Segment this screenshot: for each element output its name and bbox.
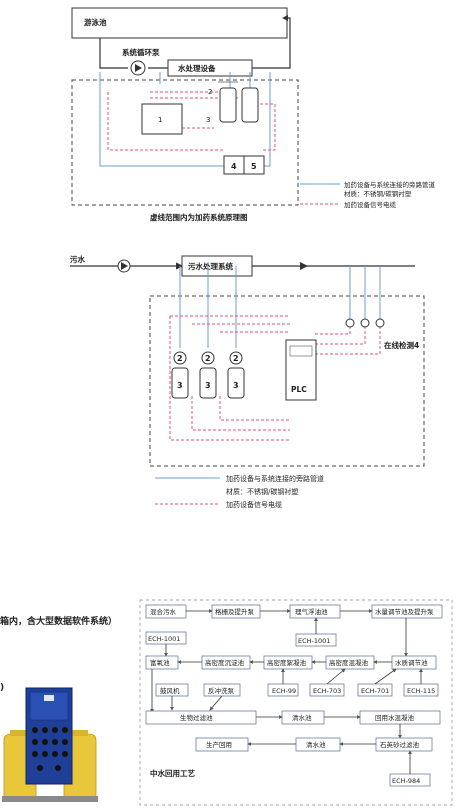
online-detection-label: 在线检测4 [384,340,419,350]
node-ech1001b: ECH-1001 [298,637,330,645]
tank-b [242,88,258,122]
label-3: 3 [206,116,210,124]
legend-2-pipe: 加药设备与系统连接的旁路管道 [226,474,324,483]
node-grille: 格栅及提升泵 [215,607,255,616]
legend-2-signal: 加药设备信号电缆 [226,500,282,509]
tank-3-label: 3 [233,381,239,390]
node-ech99: ECH-99 [272,687,296,695]
label-2: 2 [208,88,212,96]
node-production: 生产回用 [206,740,232,749]
node-ech703: ECH-703 [313,687,341,695]
node-clear2: 清水池 [306,740,326,749]
node-ech701: ECH-701 [361,687,389,695]
online-sensor-2-icon [361,319,369,327]
tank-2-label: 3 [205,381,211,390]
online-sensor-3-icon [376,319,384,327]
side-text-line-2: ) [0,683,4,693]
node-ech115: ECH-115 [407,687,435,695]
diagram-1-caption: 虚线范围内为加药系统原理图 [150,212,248,222]
node-mixed: 混合污水 [150,607,177,616]
node-floc2: 高密度絮凝池 [267,658,307,667]
node-adjust: 水量调节池及提升泵 [375,607,434,616]
water-treatment-label: 水处理设备 [178,63,216,73]
dosing-boundary [72,80,298,205]
legend-1-material: 材质：不锈钢/碳钢衬塑 [344,189,412,198]
tank-1-label: 3 [177,381,183,390]
pump-3-label: 2 [233,354,239,363]
node-sediment: 高密度沉淀池 [205,658,245,667]
node-quality: 水质调节池 [395,658,428,667]
node-floc1: 高密度混凝池 [329,658,369,667]
node-ech1001a: ECH-1001 [148,635,180,643]
dosing-box-1-label: 1 [158,116,162,124]
legend-2-material: 材质：不锈钢/碳钢衬塑 [226,487,298,496]
reuse-title: 中水回用工艺 [150,768,195,778]
sewage-system-label: 污水处理系统 [188,261,233,271]
legend-1-signal: 加药设备信号电缆 [344,200,397,209]
legend-1-pipe: 加药设备与系统连接的旁路管道 [344,180,436,189]
node-clear1: 清水池 [292,713,312,722]
pool-label: 游泳池 [84,17,107,27]
node-backwash: 反冲洗泵 [208,686,235,695]
node-ech984: ECH-984 [392,777,420,785]
box-5-label: 5 [251,162,257,171]
plc-label: PLC [291,385,307,394]
node-blower: 鼓风机 [160,686,180,695]
pump-1-label: 2 [177,354,183,363]
diagram-3-reuse-process: 混合污水 格栅及提升泵 理气浮油池 水量调节池及提升泵 ECH-1001 ECH… [140,600,452,805]
node-oil: 理气浮油池 [295,607,328,616]
tank-a [220,88,236,122]
node-bio: 生物过滤池 [180,713,213,722]
box-4-label: 4 [231,162,237,171]
node-quartz: 石英砂过滤池 [380,740,420,749]
node-reuse-coag: 回用水混凝池 [375,713,415,722]
diagram-1-pool-dosing: 游泳池 系统循环泵 水处理设备 1 2 3 [72,8,436,222]
pump-2-label: 2 [205,354,211,363]
circulation-pump-label: 系统循环泵 [122,47,160,57]
online-sensor-1-icon [346,319,354,327]
node-oxygen: 富氧池 [150,658,170,667]
diagram-2-sewage-dosing: 污水 污水处理系统 2 2 2 [70,254,424,509]
side-text-line-1: 箱内，含大型数据软件系统） [0,615,117,627]
sewage-inlet-label: 污水 [70,254,85,264]
